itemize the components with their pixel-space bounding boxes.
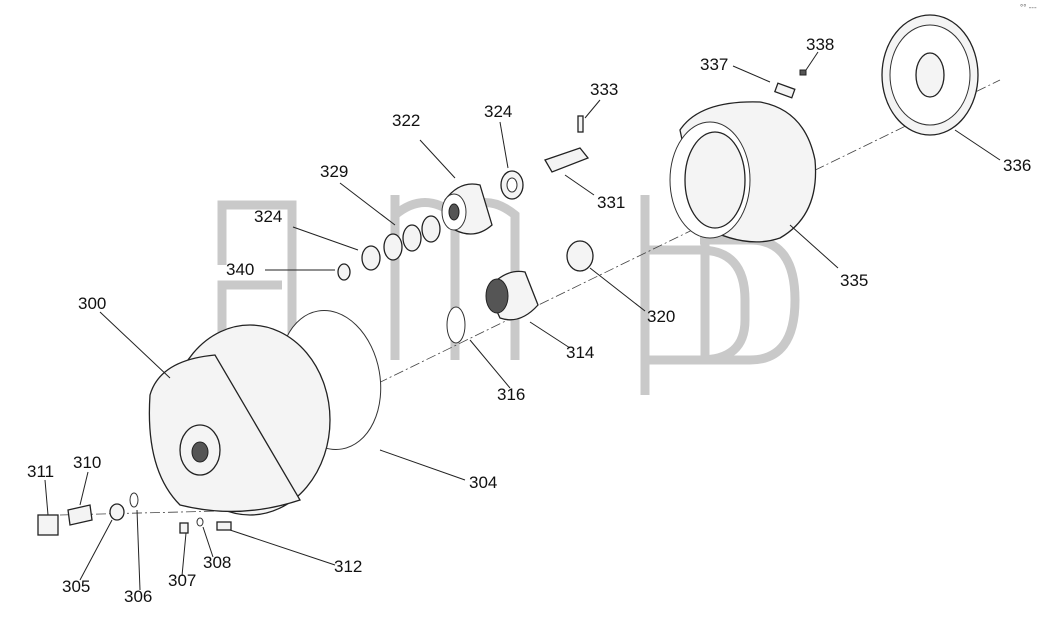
- callout-316: 316: [497, 385, 525, 404]
- part-329-needle-bearings: [383, 215, 441, 261]
- callout-307: 307: [168, 571, 196, 590]
- part-335-ring-gear: [669, 101, 817, 243]
- callout-311: 311: [27, 462, 54, 481]
- part-300-hub-housing: [148, 324, 331, 516]
- callout-305: 305: [62, 577, 90, 596]
- part-305-fitting: [109, 503, 125, 521]
- part-316-retaining-ring: [446, 306, 466, 344]
- callout-324-upper: 324: [484, 102, 512, 121]
- part-314-sun-gear: [485, 270, 539, 321]
- leader-lines: [44, 51, 1001, 591]
- part-311-nut: [37, 514, 59, 536]
- callout-304: 304: [469, 473, 497, 492]
- part-340-ring: [337, 263, 351, 281]
- callout-314: 314: [566, 343, 594, 362]
- callout-329: 329: [320, 162, 348, 181]
- part-333-pin: [577, 115, 584, 133]
- part-310-threaded-stud: [67, 504, 93, 526]
- callout-320: 320: [647, 307, 675, 326]
- part-322-planet-gear: [441, 183, 493, 235]
- part-336-gear-flange: [881, 14, 979, 136]
- callout-338: 338: [806, 35, 834, 54]
- callout-337: 337: [700, 55, 728, 74]
- part-307-plug: [179, 522, 189, 534]
- callout-331: 331: [597, 193, 625, 212]
- callout-340: 340: [226, 260, 254, 279]
- callout-335: 335: [840, 271, 868, 290]
- callout-310: 310: [73, 453, 101, 472]
- part-324-washer-lower: [361, 245, 381, 271]
- callout-306: 306: [124, 587, 152, 606]
- corner-mark: °° ---: [1020, 3, 1037, 12]
- part-308-washer: [196, 517, 204, 527]
- callout-324-lower: 324: [254, 207, 282, 226]
- callout-300: 300: [78, 294, 106, 313]
- callout-322: 322: [392, 111, 420, 130]
- part-338-screw: [799, 69, 807, 76]
- callout-308: 308: [203, 553, 231, 572]
- watermark-logo: TM: [217, 192, 800, 395]
- part-337-plate: [773, 82, 796, 99]
- part-306-seal: [129, 492, 139, 508]
- callout-336: 336: [1003, 156, 1031, 175]
- callout-333: 333: [590, 80, 618, 99]
- callout-312: 312: [334, 557, 362, 576]
- part-312-bolt: [216, 521, 232, 531]
- part-320-snap-ring: [566, 240, 594, 272]
- part-331-shaft: [544, 147, 590, 173]
